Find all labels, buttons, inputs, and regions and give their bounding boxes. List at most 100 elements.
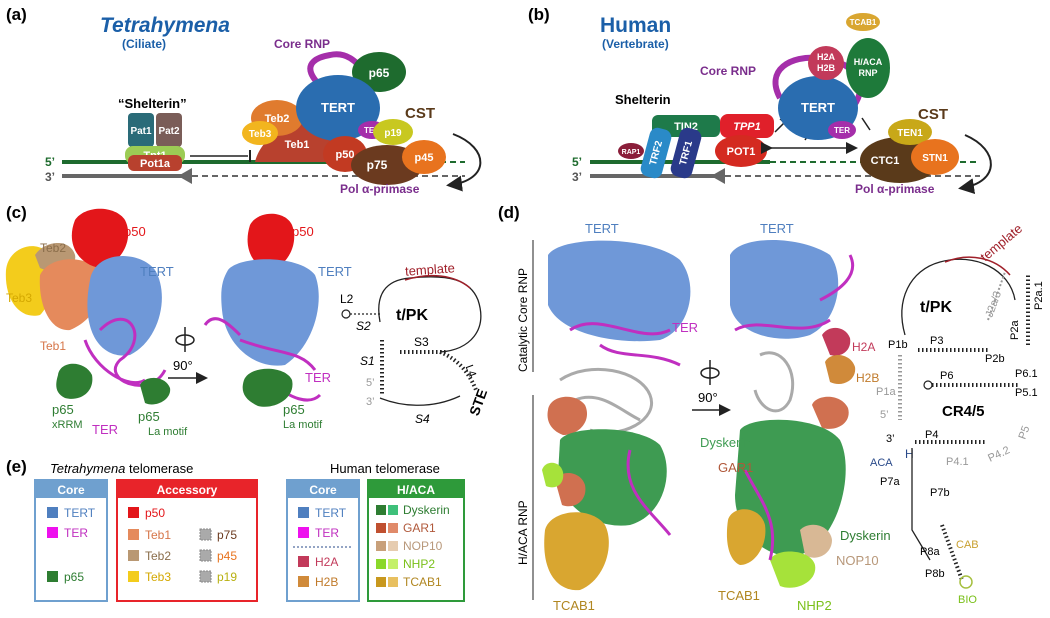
pot1-blob — [715, 135, 767, 167]
tert-surface-d1 — [548, 240, 691, 342]
ter-ribbon-d2 — [734, 254, 855, 332]
tpp1-box — [720, 114, 774, 138]
hum-core-tert: TERT — [315, 506, 347, 520]
swatch-tert-2 — [298, 507, 309, 518]
three-label-d: 3’ — [886, 433, 895, 445]
trf2-box — [640, 127, 672, 179]
pot1a-label: Pot1a — [140, 158, 171, 170]
tet-core-item-p65: p65 — [64, 570, 84, 584]
ter-ribbon-d2b — [743, 469, 775, 561]
p42-label-d: P4.2 — [986, 444, 1012, 464]
five-label-c: 5’ — [366, 377, 375, 389]
nhp2-label-d: NHP2 — [797, 598, 832, 613]
swatch-gar1-b — [388, 523, 398, 533]
ste-label-c: STE — [466, 387, 490, 418]
swatch-teb2 — [128, 550, 139, 561]
hum-haca-tcab1: TCAB1 — [403, 575, 442, 589]
s4-strand-c — [379, 395, 461, 406]
swatch-p45 — [199, 549, 212, 562]
tet-core-item-tert: TERT — [64, 506, 96, 520]
swatch-p65 — [47, 571, 58, 582]
pat2-box — [156, 113, 182, 147]
tcab1-label-d1: TCAB1 — [553, 598, 595, 613]
p19-label-a: p19 — [384, 128, 402, 139]
p50-label-a: p50 — [336, 149, 355, 161]
tert-label-c1: TERT — [140, 264, 174, 279]
cr45-label-d: CR4/5 — [942, 403, 985, 420]
tert-label-a: TERT — [321, 100, 355, 115]
pat1-box — [128, 113, 154, 147]
p65-surface-3 — [242, 368, 293, 407]
p1b-label-d: P1b — [888, 339, 908, 351]
swatch-nhp2-a — [376, 559, 386, 569]
swatch-teb1 — [128, 529, 139, 540]
cst-label-a: CST — [405, 105, 435, 122]
xrrm-label-c: xRRM — [52, 419, 83, 431]
swatch-ter-1 — [47, 527, 58, 538]
l2-label-c: L2 — [340, 292, 354, 306]
panel-d-letter: (d) — [498, 203, 520, 222]
dna-3-arrow-b — [711, 168, 725, 184]
hum-core-ter: TER — [315, 526, 339, 540]
ten1-blob — [888, 119, 932, 145]
j2a3-label-d: J2a/3 — [984, 290, 1004, 319]
p75-label-a: p75 — [367, 158, 388, 172]
panel-e: (e) Tetrahymena telomerase Human telomer… — [6, 457, 465, 602]
loop-p6-d — [923, 380, 933, 390]
rot-label-d: 90° — [698, 390, 718, 405]
template-arc-d — [944, 256, 1011, 276]
h2a-h2b-blob — [808, 46, 844, 80]
swatch-dyskerin-b — [388, 505, 398, 515]
p51-label-d: P5.1 — [1015, 387, 1038, 399]
p19-blob-a — [373, 119, 413, 145]
panel-a-core-rnp: Core RNP — [274, 37, 330, 51]
p65-label-c2: p65 — [138, 409, 160, 424]
swatch-p19 — [199, 570, 212, 583]
s2-label-c: S2 — [356, 319, 371, 333]
panel-b-letter: (b) — [528, 5, 550, 24]
la-motif-label-c2: La motif — [283, 419, 323, 431]
tert-surface-1 — [87, 256, 162, 356]
stem-j2a3-d — [987, 271, 1006, 321]
tet-core-header — [35, 480, 107, 498]
swatch-nop10-a — [376, 541, 386, 551]
p7a-label-d: P7a — [880, 476, 900, 488]
bio-label-d: BIO — [958, 594, 977, 606]
panel-b-core-rnp: Core RNP — [700, 64, 756, 78]
swatch-h2b — [298, 576, 309, 587]
haca-rnp-label-b: RNP — [858, 68, 877, 78]
panel-a-clade: (Ciliate) — [122, 37, 166, 51]
tet-core-item-ter: TER — [64, 526, 88, 540]
s3-label-c: S3 — [414, 335, 429, 349]
pat2-label: Pat2 — [158, 126, 180, 137]
tet-acc-p19: p19 — [217, 570, 237, 584]
gar1-surface-d2 — [812, 396, 849, 429]
h2a-label-d: H2A — [852, 340, 875, 354]
swatch-tert-1 — [47, 507, 58, 518]
ter-label-a: TER — [364, 126, 380, 135]
tpk-label-c: t/PK — [396, 307, 428, 324]
h2a-label-b: H2A — [817, 52, 836, 62]
ter-label-d: TER — [672, 320, 698, 335]
hum-haca-gar1: GAR1 — [403, 521, 436, 535]
panel-b-organism: Human — [600, 14, 671, 37]
tert-label-d2: TERT — [760, 221, 794, 236]
ste-stem-c — [439, 350, 478, 391]
aca-label-d: ACA — [870, 457, 893, 469]
pol-arrow-b — [958, 134, 992, 195]
pot1-label: POT1 — [727, 146, 756, 158]
panel-a: (a) Tetrahymena (Ciliate) “Shelterin” Co… — [6, 5, 482, 196]
p65-label-c1: p65 — [52, 402, 74, 417]
cab-label-d: CAB — [956, 539, 979, 551]
pot1a-box — [128, 155, 182, 171]
haca-blob — [846, 38, 890, 98]
dna-3-arrow-a — [178, 168, 192, 184]
hum-core-header-label: Core — [309, 483, 337, 497]
p41-label-d: P4.1 — [946, 456, 969, 468]
template-label-c: template — [405, 260, 456, 278]
tpk-label-d: t/PK — [920, 299, 952, 316]
panel-e-letter: (e) — [6, 457, 27, 476]
rap1-label: RAP1 — [622, 149, 641, 156]
hum-title: Human telomerase — [330, 461, 440, 476]
grey-rna-d2 — [753, 351, 795, 413]
